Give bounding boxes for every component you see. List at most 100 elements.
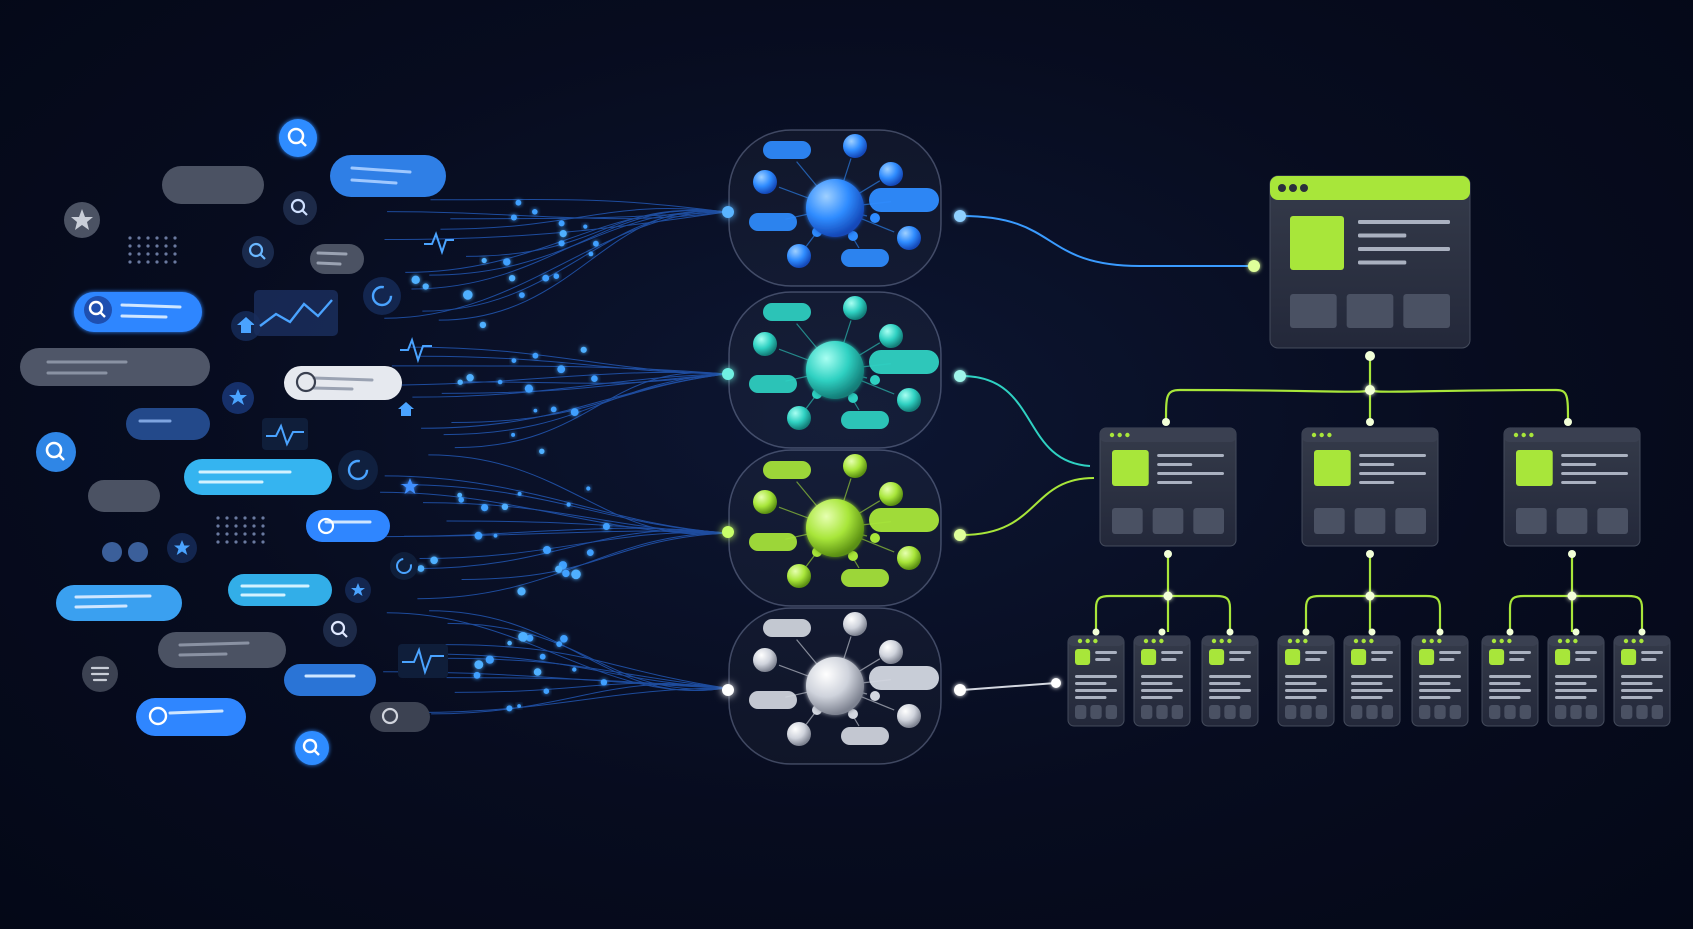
node-dot xyxy=(1163,591,1173,601)
cluster-subtopic xyxy=(749,691,797,709)
page-titlebar xyxy=(1302,428,1438,442)
connector-lime xyxy=(961,477,1095,536)
grid-dot xyxy=(216,540,220,544)
cluster-subtopic xyxy=(841,249,889,267)
window-dot xyxy=(1227,638,1232,644)
flow-dot xyxy=(515,199,522,206)
page-text-line xyxy=(1141,689,1183,692)
grid-dot xyxy=(261,532,265,536)
connector-dots xyxy=(954,210,1260,696)
flow-dot xyxy=(479,321,487,329)
cluster-subtopic xyxy=(879,162,903,186)
page-text-line xyxy=(1141,675,1183,678)
page-text-line xyxy=(1351,689,1393,692)
cluster-hubs xyxy=(722,129,942,765)
node-dot xyxy=(1366,550,1374,558)
cluster-subtopic xyxy=(787,564,811,588)
node-dot xyxy=(1365,351,1375,361)
search-icon xyxy=(381,707,399,725)
flow-line xyxy=(422,210,727,312)
cluster-subtopic xyxy=(749,533,797,551)
page-text-line xyxy=(1351,682,1383,685)
flow-line xyxy=(391,365,727,375)
cluster-subtopic xyxy=(841,569,889,587)
flow-dot xyxy=(558,240,565,247)
page-text-line xyxy=(1561,472,1628,475)
flow-dot xyxy=(543,688,550,694)
cluster-subtopic xyxy=(753,332,777,356)
star-icon xyxy=(401,478,419,494)
refresh-icon xyxy=(390,552,418,580)
search-icon xyxy=(295,371,317,393)
cluster-subtopic xyxy=(869,350,939,374)
node-dot xyxy=(1568,550,1576,558)
grid-dot xyxy=(261,516,265,520)
cluster-subtopic xyxy=(870,213,880,223)
window-dot xyxy=(1507,638,1512,644)
flow-dot xyxy=(571,569,581,580)
page-block xyxy=(1152,508,1184,534)
grid-dot xyxy=(128,244,132,248)
flow-dot xyxy=(517,587,526,596)
flow-dot xyxy=(586,549,594,556)
pill-text-lines xyxy=(46,166,412,715)
page-text-line xyxy=(1141,696,1173,699)
subpage xyxy=(1201,635,1259,727)
page-block xyxy=(1105,705,1117,719)
grid-dot xyxy=(128,236,132,240)
page-text-line xyxy=(1157,472,1224,475)
chat-icon xyxy=(82,656,118,692)
page-block xyxy=(1516,508,1547,534)
flow-line xyxy=(431,683,727,715)
page-image xyxy=(1141,649,1157,665)
page-block xyxy=(1351,705,1363,719)
cluster-subtopic xyxy=(870,691,880,701)
flow-dot xyxy=(555,565,563,573)
grid-dot xyxy=(252,524,256,528)
star-icon xyxy=(222,382,254,414)
flow-line xyxy=(450,211,727,220)
pulse-icon xyxy=(398,644,448,678)
flow-line xyxy=(384,475,727,534)
page-text-line xyxy=(1575,651,1597,654)
flow-dot xyxy=(526,634,534,642)
page-block xyxy=(1346,294,1394,328)
page-text-line xyxy=(1075,682,1107,685)
flow-dot xyxy=(507,640,512,646)
page-block xyxy=(1354,508,1386,534)
flow-dot xyxy=(600,679,608,686)
page-text-line xyxy=(1489,682,1521,685)
flow-line xyxy=(430,199,727,213)
page-text-line xyxy=(1095,658,1111,661)
search-icon xyxy=(148,706,168,726)
cluster-subtopic xyxy=(869,188,939,212)
flow-dot xyxy=(593,240,599,247)
cluster-subtopic xyxy=(843,134,867,158)
grid-dot xyxy=(137,244,141,248)
grid-dot xyxy=(243,540,247,544)
node-dot xyxy=(1164,550,1172,558)
flow-line xyxy=(417,529,727,570)
cluster-core xyxy=(806,179,864,237)
flow-dot xyxy=(570,408,579,416)
page-text-line xyxy=(1371,651,1393,654)
grid-dot xyxy=(128,252,132,256)
query-pill xyxy=(330,155,446,197)
home-icon xyxy=(231,311,261,341)
query-pill xyxy=(370,702,430,732)
cluster-connectors xyxy=(961,215,1254,691)
window-dot xyxy=(1151,638,1156,644)
window-dot xyxy=(1295,638,1300,644)
flow-dot xyxy=(485,655,494,664)
window-dot xyxy=(1421,638,1427,644)
page-image xyxy=(1621,649,1637,665)
window-dot xyxy=(1211,638,1217,644)
grid-dot xyxy=(173,260,177,264)
window-dot xyxy=(1491,638,1497,644)
flow-dot xyxy=(580,346,587,353)
flow-line xyxy=(416,687,727,714)
grid-dot xyxy=(234,532,238,536)
grid-dot xyxy=(243,532,247,536)
flow-dots xyxy=(411,199,610,712)
search-icon xyxy=(242,236,274,268)
